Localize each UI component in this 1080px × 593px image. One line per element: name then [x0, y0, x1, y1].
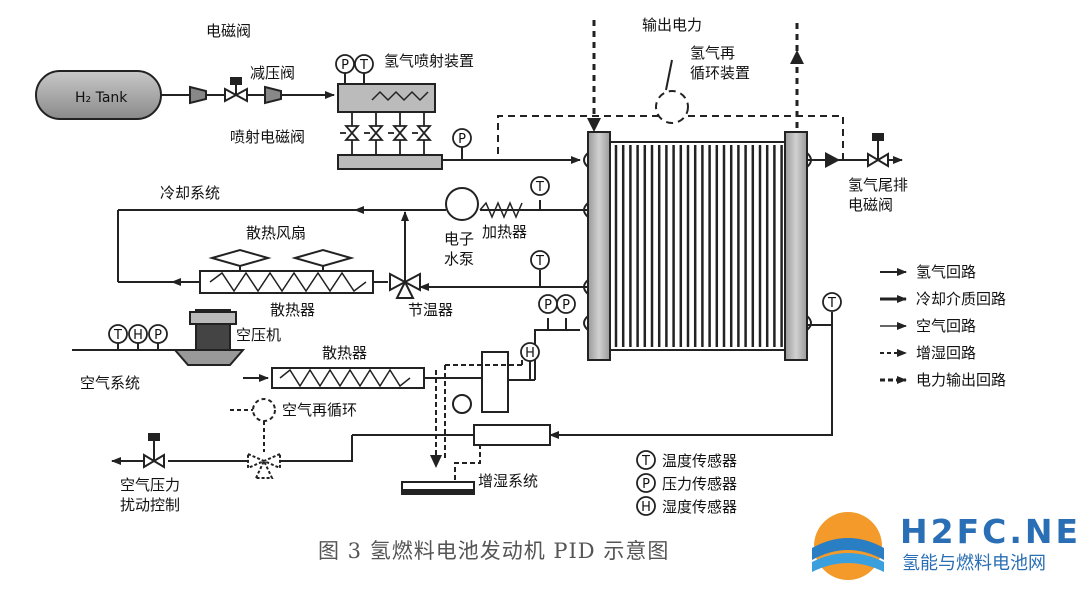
legend — [880, 268, 907, 384]
injector-solenoid-label: 喷射电磁阀 — [230, 128, 305, 146]
sensor-p-icon: P — [538, 294, 558, 314]
legend-humidity-label: 湿度传感器 — [662, 498, 737, 516]
svg-text:T: T — [359, 58, 368, 73]
sensor-p-icon: P — [452, 128, 472, 148]
air-circuit — [72, 309, 833, 479]
sensor-t-icon: T — [530, 250, 550, 270]
sensor-p-icon: P — [636, 473, 656, 493]
svg-text:T: T — [827, 296, 836, 311]
legend-humid: 增湿回路 — [916, 344, 976, 362]
svg-text:P: P — [642, 477, 650, 492]
cooling-title: 冷却系统 — [160, 184, 220, 202]
heater-label: 加热器 — [482, 223, 527, 241]
sensor-p-icon: P — [148, 324, 168, 344]
coolant-radiator — [199, 270, 374, 294]
solenoid-valve-label: 电磁阀 — [206, 22, 251, 40]
h2-tank-label: H₂ Tank — [75, 90, 128, 106]
logo-text-en: H2FC.NET — [900, 512, 1080, 551]
svg-text:T: T — [535, 180, 544, 195]
svg-text:T: T — [113, 328, 122, 343]
pump-label: 电子水泵 — [444, 230, 474, 268]
thermostat-label: 节温器 — [408, 301, 453, 319]
hydrogen-circuit — [35, 70, 903, 170]
coolant-pump — [445, 187, 479, 221]
svg-text:T: T — [641, 454, 650, 469]
sensor-p-icon: P — [556, 294, 576, 314]
humidifier-label: 增湿系统 — [478, 472, 538, 490]
hydrogen-recirc-loop — [497, 59, 844, 160]
sensor-t-icon: T — [354, 54, 374, 74]
purge-valve-label: 氢气尾排电磁阀 — [848, 176, 908, 214]
labels: H₂ Tank 电磁阀 减压阀 氢气喷射装置 喷射电磁阀 输出电力 氢气再循环装… — [75, 16, 1006, 516]
pressure-reducer-label: 减压阀 — [250, 64, 295, 82]
h2-recirc-label: 氢气再循环装置 — [690, 44, 750, 82]
svg-text:P: P — [458, 132, 466, 147]
svg-text:P: P — [341, 58, 349, 73]
sensor-t-icon: T — [822, 292, 842, 312]
sensor-t-icon: T — [636, 450, 656, 470]
sensor-p-icon: P — [335, 54, 355, 74]
cooling-circuit — [117, 187, 588, 299]
legend-pressure-label: 压力传感器 — [662, 475, 737, 493]
backpressure-label: 空气压力扰动控制 — [120, 476, 180, 514]
logo-text-cn: 氢能与燃料电池网 — [902, 553, 1046, 574]
svg-text:H: H — [133, 328, 143, 343]
svg-text:P: P — [154, 328, 162, 343]
sensor-t-icon: T — [108, 324, 128, 344]
compressor-label: 空压机 — [236, 326, 281, 344]
svg-text:P: P — [544, 298, 552, 313]
humidifier-system — [435, 352, 523, 480]
sensor-h-icon: H — [520, 342, 540, 362]
svg-text:P: P — [562, 298, 570, 313]
svg-text:T: T — [535, 254, 544, 269]
radiator-label: 散热器 — [270, 301, 315, 319]
svg-text:H: H — [525, 346, 535, 361]
legend-power: 电力输出回路 — [916, 371, 1006, 389]
sensor-h-icon: H — [128, 324, 148, 344]
figure-caption: 图 3 氢燃料电池发动机 PID 示意图 — [318, 539, 670, 563]
legend-air: 空气回路 — [916, 317, 976, 335]
fuel-cell-stack — [583, 131, 812, 361]
sensor-h-icon: H — [636, 496, 656, 516]
h2fc-logo: H2FC.NET 氢能与燃料电池网 — [812, 512, 1080, 580]
air-title: 空气系统 — [80, 374, 140, 392]
air-recirc-label: 空气再循环 — [282, 401, 357, 419]
power-output — [592, 20, 799, 128]
power-out-label: 输出电力 — [642, 16, 702, 34]
injector-device-label: 氢气喷射装置 — [384, 52, 474, 70]
svg-text:H: H — [641, 500, 651, 515]
legend-coolant: 冷却介质回路 — [916, 290, 1006, 308]
intercooler-label: 散热器 — [322, 344, 367, 362]
legend-h2: 氢气回路 — [916, 263, 976, 281]
fan-label: 散热风扇 — [246, 224, 306, 242]
sensor-t-icon: T — [530, 176, 550, 196]
legend-temp-label: 温度传感器 — [662, 452, 737, 470]
